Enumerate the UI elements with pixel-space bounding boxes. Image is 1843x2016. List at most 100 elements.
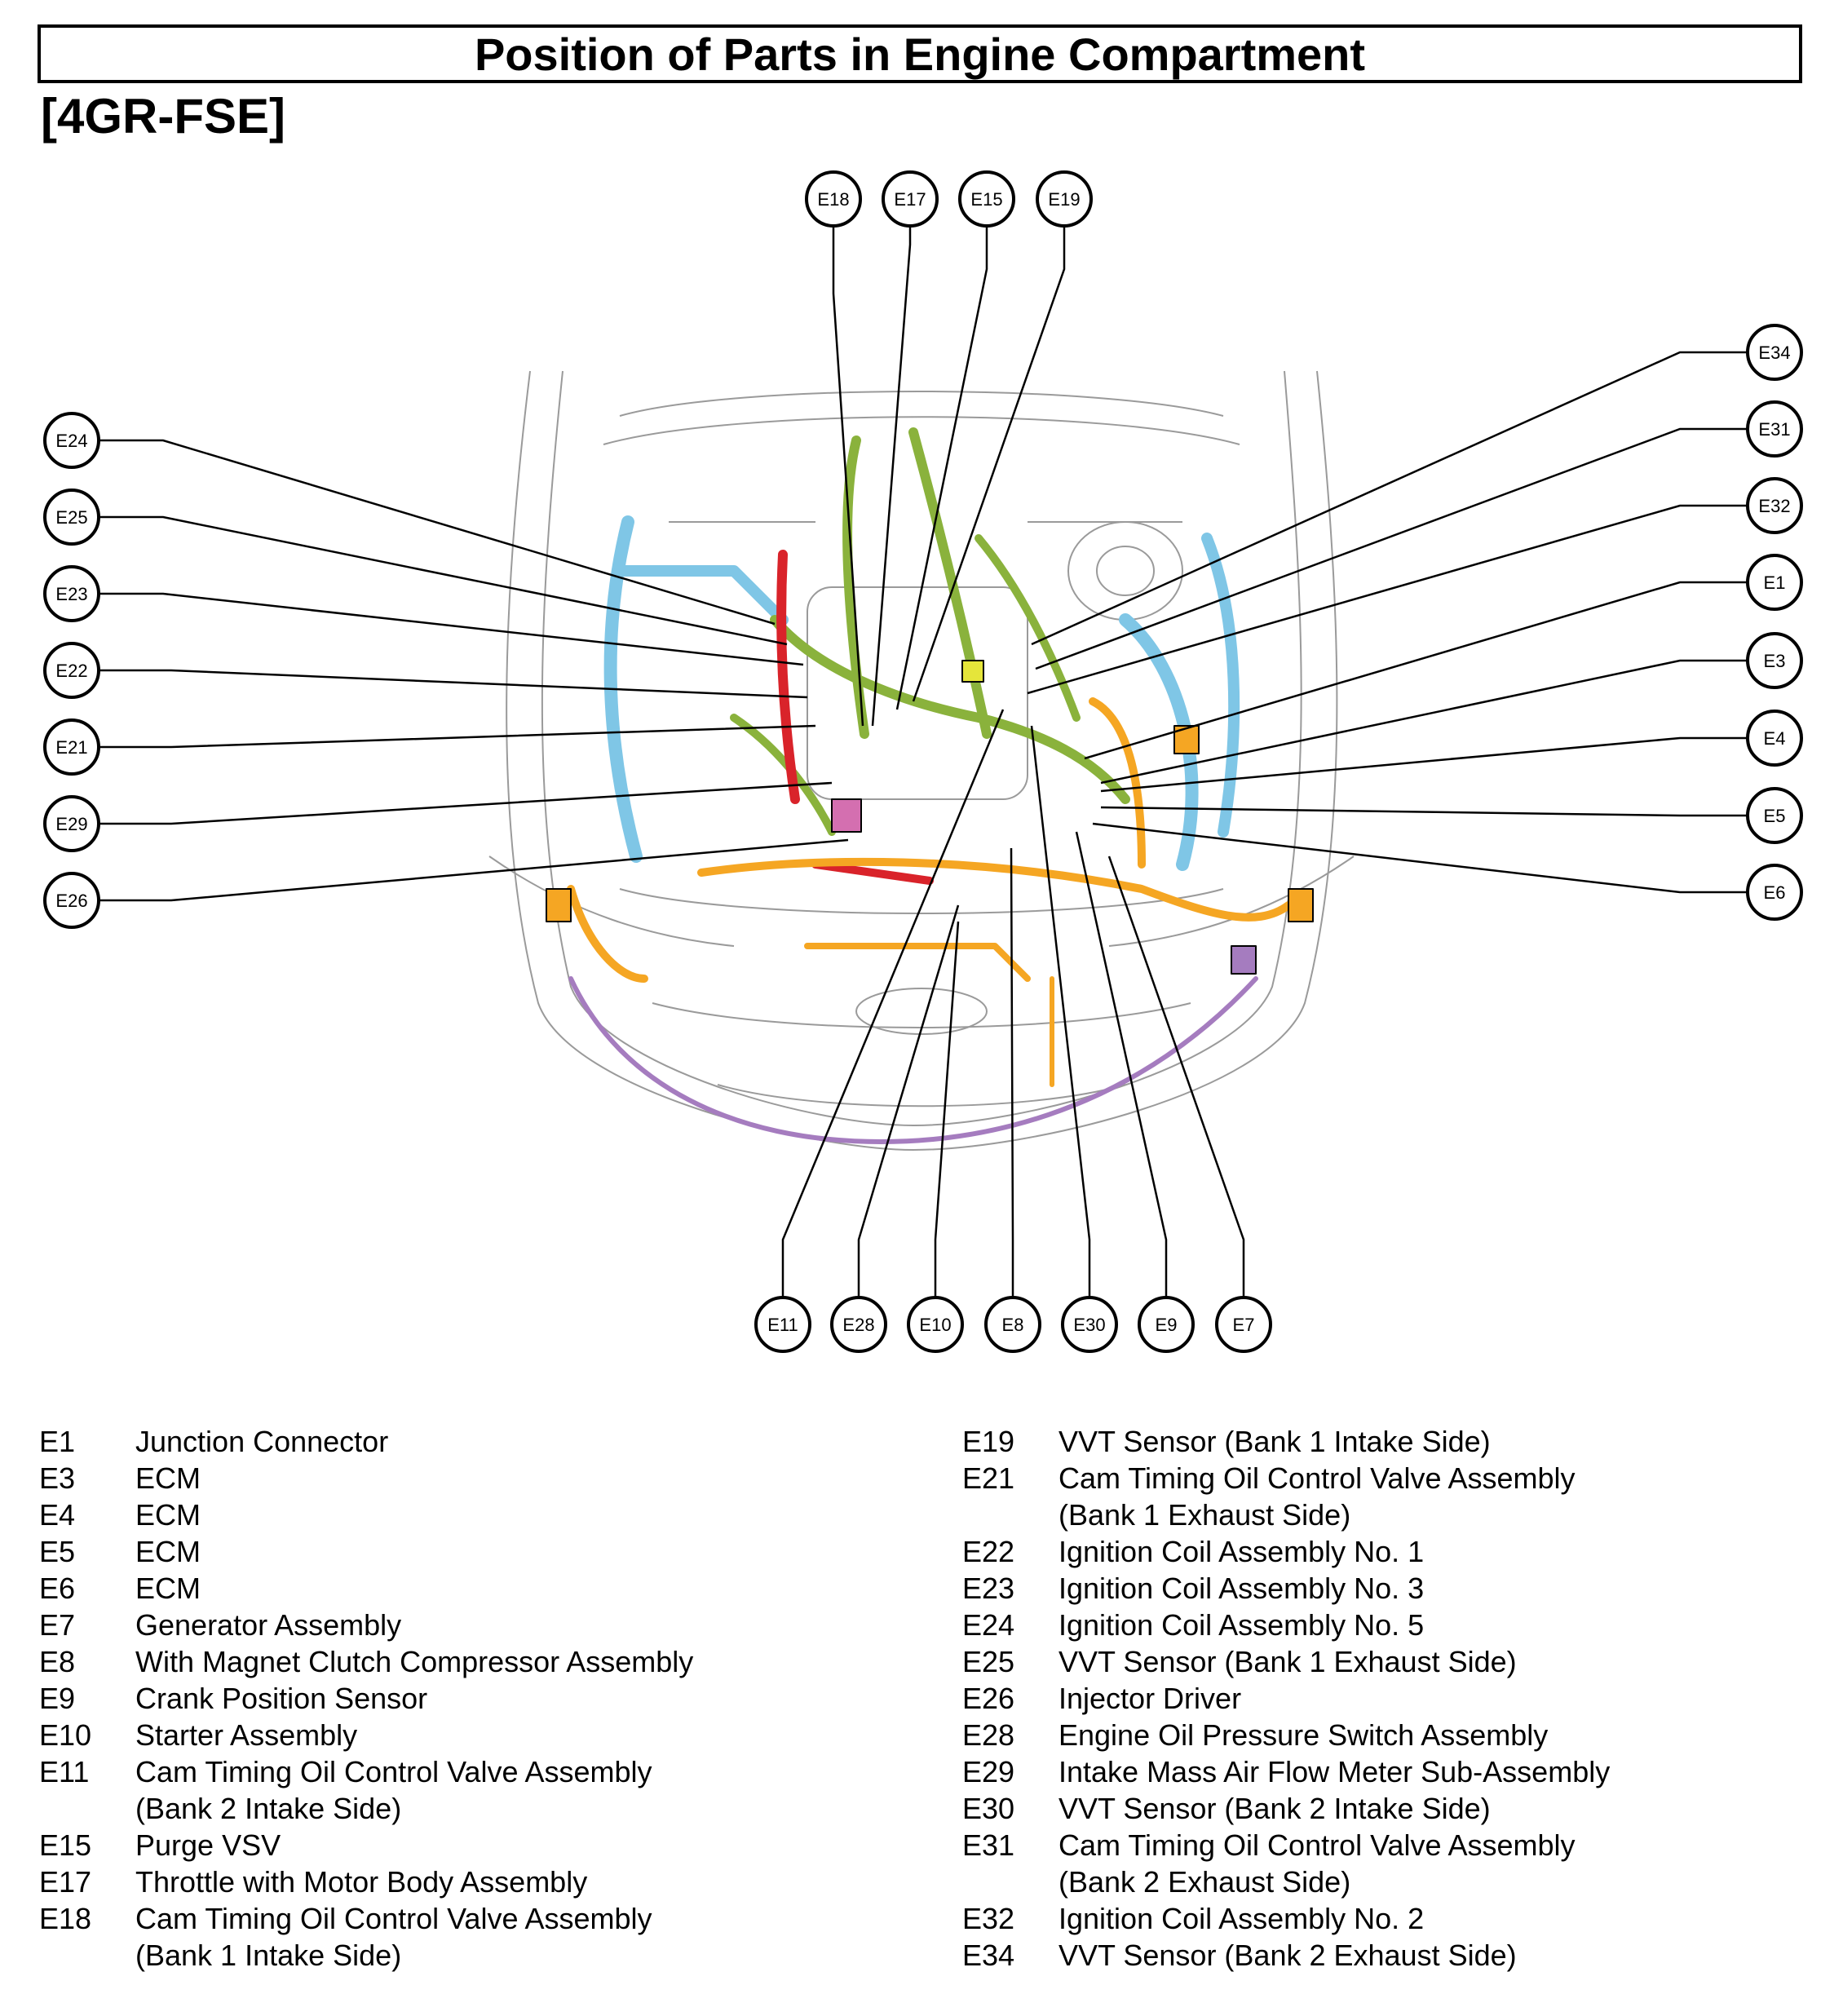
callout-E1: E1: [1746, 554, 1803, 611]
legend-code: E30: [962, 1792, 1015, 1825]
svg-text:E32: E32: [1758, 496, 1790, 516]
callout-E25: E25: [43, 489, 100, 546]
callout-E19: E19: [1036, 170, 1093, 228]
legend-row: E4 ECM: [39, 1497, 895, 1533]
svg-text:E34: E34: [1758, 343, 1790, 363]
legend-description: Engine Oil Pressure Switch Assembly: [1059, 1718, 1549, 1752]
legend-description: ECM: [135, 1461, 201, 1495]
legend-code: E9: [39, 1682, 76, 1715]
legend-row: E32 Ignition Coil Assembly No. 2: [962, 1900, 1819, 1937]
callout-E31: E31: [1746, 400, 1803, 458]
callout-labels: E18 E17 E15 E19 E24 E25 E23 E22 E21 E29 …: [43, 170, 1803, 1353]
legend-code: E18: [39, 1902, 92, 1935]
engine-code-heading: [4GR-FSE]: [41, 89, 285, 144]
svg-text:E8: E8: [1002, 1315, 1024, 1335]
callout-E5: E5: [1746, 787, 1803, 844]
legend-row: E28 Engine Oil Pressure Switch Assembly: [962, 1717, 1819, 1753]
legend-code: E8: [39, 1645, 76, 1678]
svg-text:E1: E1: [1764, 573, 1786, 593]
wire-harness: [546, 427, 1314, 1144]
legend-code: E15: [39, 1828, 92, 1862]
svg-text:E31: E31: [1758, 419, 1790, 440]
svg-text:E4: E4: [1764, 728, 1786, 749]
legend-row: E6 ECM: [39, 1570, 895, 1607]
legend-description: Ignition Coil Assembly No. 3: [1059, 1572, 1425, 1605]
legend-description: With Magnet Clutch Compressor Assembly: [135, 1645, 694, 1678]
legend-description: ECM: [135, 1535, 201, 1568]
legend-description: VVT Sensor (Bank 1 Exhaust Side): [1059, 1645, 1517, 1678]
svg-text:E25: E25: [55, 507, 87, 528]
legend-code: E25: [962, 1645, 1015, 1678]
callout-E10: E10: [907, 1296, 964, 1353]
legend-code: E10: [39, 1718, 92, 1752]
svg-text:E22: E22: [55, 661, 87, 681]
legend-row: E19 VVT Sensor (Bank 1 Intake Side): [962, 1423, 1819, 1460]
legend-description: ECM: [135, 1572, 201, 1605]
legend-code: E6: [39, 1572, 76, 1605]
legend-code: E7: [39, 1608, 76, 1642]
legend-code: E32: [962, 1902, 1015, 1935]
legend-description: Cam Timing Oil Control Valve Assembly (B…: [1059, 1461, 1576, 1532]
legend-description: Cam Timing Oil Control Valve Assembly (B…: [135, 1755, 652, 1825]
legend-row: E8 With Magnet Clutch Compressor Assembly: [39, 1643, 895, 1680]
svg-text:E5: E5: [1764, 806, 1786, 826]
callout-E3: E3: [1746, 632, 1803, 689]
legend-description: ECM: [135, 1498, 201, 1532]
legend-description: Crank Position Sensor: [135, 1682, 428, 1715]
svg-text:E11: E11: [767, 1315, 798, 1335]
callout-E34: E34: [1746, 324, 1803, 381]
callout-E22: E22: [43, 642, 100, 699]
legend-code: E3: [39, 1461, 76, 1495]
legend-description: Generator Assembly: [135, 1608, 402, 1642]
callout-E26: E26: [43, 872, 100, 929]
legend-row: E9 Crank Position Sensor: [39, 1680, 895, 1717]
legend-row: E3 ECM: [39, 1460, 895, 1497]
legend-code: E22: [962, 1535, 1015, 1568]
callout-E15: E15: [958, 170, 1015, 228]
legend-row: E21 Cam Timing Oil Control Valve Assembly…: [962, 1460, 1819, 1533]
legend-code: E11: [39, 1755, 90, 1788]
svg-text:E21: E21: [55, 737, 87, 758]
legend-code: E17: [39, 1865, 92, 1899]
legend-row: E1 Junction Connector: [39, 1423, 895, 1460]
legend-row: E7 Generator Assembly: [39, 1607, 895, 1643]
svg-text:E17: E17: [894, 189, 926, 210]
legend-description: Ignition Coil Assembly No. 2: [1059, 1902, 1425, 1935]
callout-E8: E8: [984, 1296, 1041, 1353]
legend-description: Ignition Coil Assembly No. 5: [1059, 1608, 1425, 1642]
callout-E9: E9: [1138, 1296, 1195, 1353]
svg-text:E6: E6: [1764, 882, 1786, 903]
svg-text:E15: E15: [970, 189, 1002, 210]
legend-description: Cam Timing Oil Control Valve Assembly (B…: [1059, 1828, 1576, 1899]
svg-text:E19: E19: [1048, 189, 1080, 210]
legend-description: Intake Mass Air Flow Meter Sub-Assembly: [1059, 1755, 1611, 1788]
legend-code: E34: [962, 1939, 1015, 1972]
callout-E32: E32: [1746, 477, 1803, 534]
legend-row: E24 Ignition Coil Assembly No. 5: [962, 1607, 1819, 1643]
legend-code: E28: [962, 1718, 1015, 1752]
legend-code: E19: [962, 1425, 1015, 1458]
svg-text:E23: E23: [55, 584, 87, 604]
callout-E24: E24: [43, 412, 100, 469]
title-box: Position of Parts in Engine Compartment: [38, 24, 1802, 83]
legend-description: Junction Connector: [135, 1425, 389, 1458]
svg-text:E18: E18: [817, 189, 849, 210]
legend-code: E24: [962, 1608, 1015, 1642]
svg-text:E9: E9: [1156, 1315, 1178, 1335]
legend-code: E1: [39, 1425, 76, 1458]
legend-code: E4: [39, 1498, 76, 1532]
legend-code: E26: [962, 1682, 1015, 1715]
legend-description: VVT Sensor (Bank 1 Intake Side): [1059, 1425, 1491, 1458]
legend-code: E21: [962, 1461, 1015, 1495]
callout-E17: E17: [882, 170, 939, 228]
svg-text:E7: E7: [1233, 1315, 1255, 1335]
callout-E7: E7: [1215, 1296, 1272, 1353]
leader-lines: [99, 222, 1748, 1301]
